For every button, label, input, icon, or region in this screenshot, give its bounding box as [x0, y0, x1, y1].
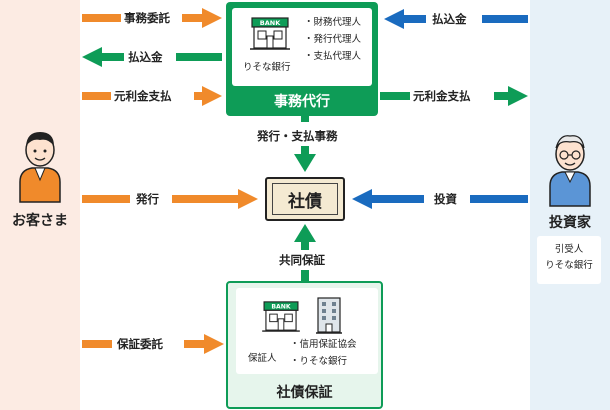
investor-person-icon — [549, 135, 591, 207]
arrow-invest — [352, 189, 528, 209]
agency-bank-name: りそな銀行 — [243, 62, 291, 73]
label-issue: 発行 — [133, 191, 162, 207]
bank-building-icon: BANK — [262, 301, 300, 332]
label-payment-left: 払込金 — [125, 49, 166, 65]
role-item: ・発行代理人 — [304, 34, 362, 45]
guarantee-title: 社債保証 — [276, 385, 333, 401]
guarantor-item: ・りそな銀行 — [290, 356, 348, 367]
arrow-principal-left — [82, 86, 222, 106]
customer-person-icon — [19, 132, 61, 203]
label-principal-right: 元利金支払 — [410, 88, 474, 104]
label-invest: 投資 — [431, 191, 460, 207]
bond-certificate — [265, 177, 345, 221]
underwriter-box: 引受人 りそな銀行 — [537, 236, 601, 284]
role-item: ・財務代理人 — [304, 17, 362, 28]
guarantee-inner — [236, 288, 378, 374]
agency-roles: ・財務代理人 ・発行代理人 ・支払代理人 — [304, 14, 361, 65]
label-issue-pay-admin: 発行・支払事務 — [254, 128, 341, 144]
underwriter-name: りそな銀行 — [545, 260, 593, 271]
customer-label: お客さま — [12, 213, 68, 229]
bank-building-icon: BANK — [250, 17, 290, 50]
arrow-joint-guarantee — [294, 224, 316, 281]
label-principal-left: 元利金支払 — [111, 88, 175, 104]
investor-label: 投資家 — [549, 215, 591, 231]
label-payment-right: 払込金 — [429, 11, 470, 27]
arrow-payment-left — [82, 47, 222, 67]
agency-title: 事務代行 — [274, 94, 330, 110]
label-guarantee-entrust: 保証委託 — [114, 336, 166, 352]
guarantor-list: ・信用保証協会 ・りそな銀行 — [290, 336, 357, 370]
label-joint-guarantee: 共同保証 — [276, 252, 328, 268]
customer-panel — [0, 0, 80, 410]
arrow-issue-pay-admin — [294, 116, 316, 172]
arrow-guarantee-entrust — [82, 334, 224, 354]
underwriter-title: 引受人 — [554, 244, 584, 255]
arrow-principal-right — [380, 86, 528, 106]
label-admin-entrust: 事務委託 — [121, 10, 173, 26]
arrow-admin-entrust — [82, 8, 222, 28]
bond-label: 社債 — [272, 183, 338, 215]
role-item: ・支払代理人 — [304, 51, 362, 62]
arrow-issue — [82, 189, 258, 209]
guarantor-label: 保証人 — [248, 353, 277, 364]
bank-sign-text: BANK — [260, 19, 281, 27]
bank-sign-text: BANK — [271, 303, 290, 310]
guarantor-item: ・信用保証協会 — [290, 339, 357, 350]
arrow-payment-right — [384, 9, 528, 29]
office-building-icon — [316, 297, 342, 334]
